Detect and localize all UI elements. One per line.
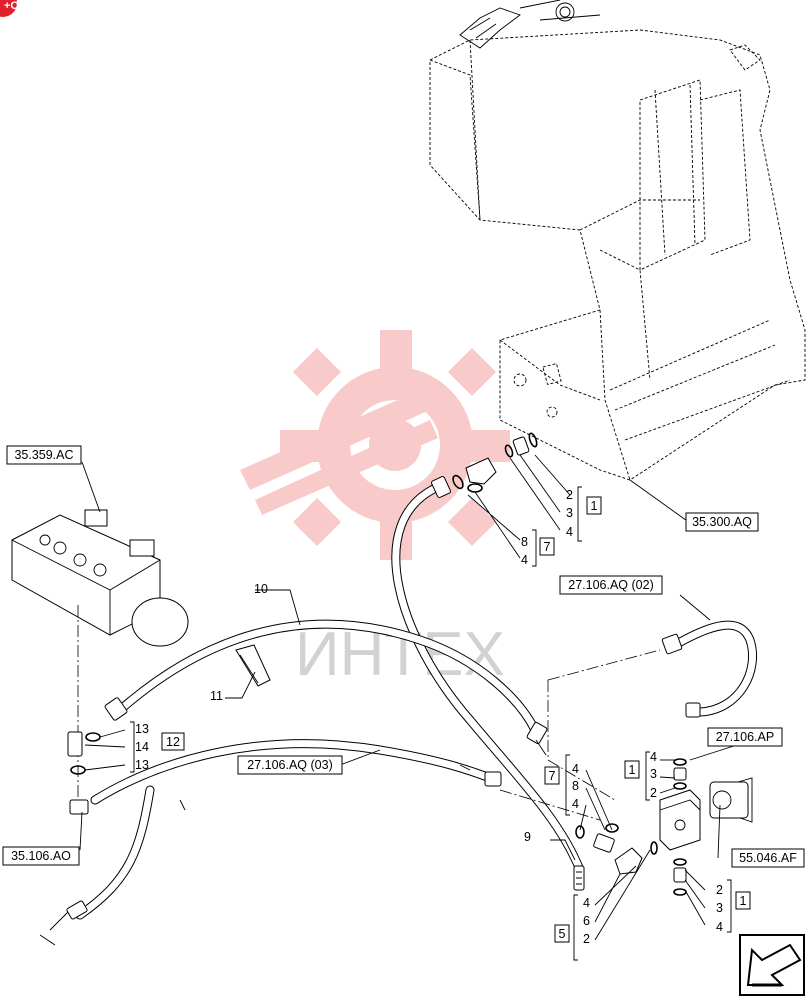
svg-text:27.106.AQ (02): 27.106.AQ (02): [568, 578, 653, 592]
navigation-arrow-icon[interactable]: [739, 934, 805, 996]
callout-m4c: 4: [583, 896, 590, 910]
callout-2: 2: [566, 488, 573, 502]
group-box-1-right-top[interactable]: 1: [624, 760, 640, 779]
watermark-gear-icon: [240, 330, 510, 560]
callout-q3: 3: [716, 901, 723, 915]
ref-box-27-106-ap[interactable]: 27.106.AP: [707, 727, 783, 747]
callout-4: 4: [566, 525, 573, 539]
ref-box-27-106-aq-03[interactable]: 27.106.AQ (03): [237, 755, 343, 775]
svg-text:7: 7: [544, 540, 551, 554]
group-brackets: [130, 486, 732, 961]
svg-text:1: 1: [629, 763, 636, 777]
hose-return-lower: [39, 739, 502, 946]
group-box-12[interactable]: 12: [161, 732, 185, 751]
callout-m4b: 4: [572, 797, 579, 811]
brand-badge-icon: +О: [0, 0, 19, 17]
callout-q2: 2: [716, 883, 723, 897]
callout-4b: 4: [521, 553, 528, 567]
svg-text:1: 1: [740, 894, 747, 908]
group-box-1-top[interactable]: 1: [586, 496, 602, 515]
valve-block-left: [11, 509, 189, 800]
callout-m8: 8: [572, 779, 579, 793]
callout-m2: 2: [583, 932, 590, 946]
ref-box-35-359-ac[interactable]: 35.359.AC: [6, 445, 82, 465]
hose-9: [391, 476, 585, 891]
hose-10: [104, 619, 548, 756]
ref-box-35-300-aq[interactable]: 35.300.AQ: [685, 512, 759, 532]
callout-q4: 4: [716, 920, 723, 934]
ref-box-35-106-ao[interactable]: 35.106.AO: [2, 846, 80, 866]
svg-text:1: 1: [591, 499, 598, 513]
svg-text:5: 5: [559, 927, 566, 941]
callout-p3: 3: [650, 767, 657, 781]
callout-m4a: 4: [572, 762, 579, 776]
callout-numbers: 2 3 4 8 4 10 11 9 13 14 13 4 8 4 4 6 2 4…: [135, 488, 723, 946]
ref-box-27-106-aq-02[interactable]: 27.106.AQ (02): [559, 575, 663, 595]
group-box-7-top[interactable]: 7: [539, 537, 555, 556]
clip-11: [235, 644, 271, 687]
group-box-1-right-bottom[interactable]: 1: [735, 891, 751, 910]
callout-11: 11: [210, 689, 223, 703]
callout-p2: 2: [650, 786, 657, 800]
callout-14: 14: [135, 740, 149, 754]
svg-text:55.046.AF: 55.046.AF: [739, 851, 797, 865]
callout-13b: 13: [135, 758, 149, 772]
svg-text:12: 12: [166, 735, 180, 749]
ref-box-55-046-af[interactable]: 55.046.AF: [731, 848, 805, 868]
fuel-tank-drawing: [429, 0, 806, 481]
svg-text:7: 7: [549, 769, 556, 783]
callout-m6: 6: [583, 914, 590, 928]
svg-text:35.359.AC: 35.359.AC: [14, 448, 73, 462]
group-box-7-mid[interactable]: 7: [544, 766, 560, 785]
group-box-5[interactable]: 5: [554, 924, 570, 943]
brand-badge-text: +О: [4, 0, 19, 12]
callout-13a: 13: [135, 722, 149, 736]
callout-10: 10: [254, 582, 268, 596]
hose-return-upper: [661, 620, 758, 718]
svg-text:27.106.AP: 27.106.AP: [716, 730, 774, 744]
callout-p4: 4: [650, 750, 657, 764]
callout-9: 9: [524, 830, 531, 844]
callout-8: 8: [521, 535, 528, 549]
svg-text:35.300.AQ: 35.300.AQ: [692, 515, 752, 529]
callout-3: 3: [566, 506, 573, 520]
left-fitting-13-14: [67, 731, 101, 815]
svg-text:35.106.AO: 35.106.AO: [11, 849, 71, 863]
leader-lines: [79, 454, 741, 941]
tank-fittings: [452, 432, 538, 493]
svg-text:27.106.AQ (03): 27.106.AQ (03): [247, 758, 332, 772]
